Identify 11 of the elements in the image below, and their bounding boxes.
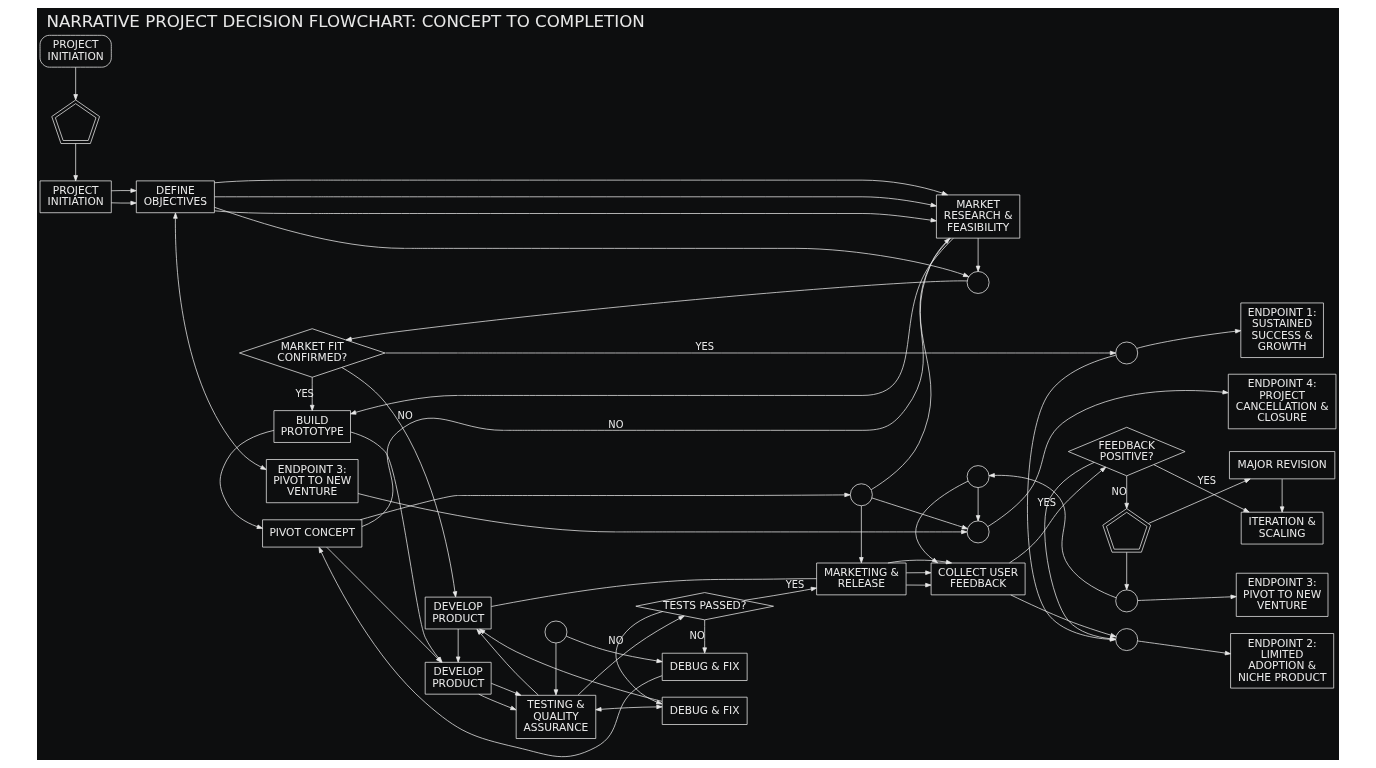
edge-label: NO [608, 635, 624, 647]
edge-label: YES [695, 341, 714, 353]
edge-label: YES [785, 578, 805, 590]
diagram-title: NARRATIVE PROJECT DECISION FLOWCHART: CONCEPT TO COMPLETION [46, 12, 645, 32]
edge-label: YES [1197, 475, 1216, 487]
edge-label: NO [689, 630, 705, 642]
edge-label: NO [397, 409, 413, 421]
edge-label: YES [1037, 496, 1056, 508]
edge-label: NO [1111, 485, 1127, 497]
edge-label: NO [608, 418, 624, 430]
edge-label: YES [295, 387, 314, 399]
